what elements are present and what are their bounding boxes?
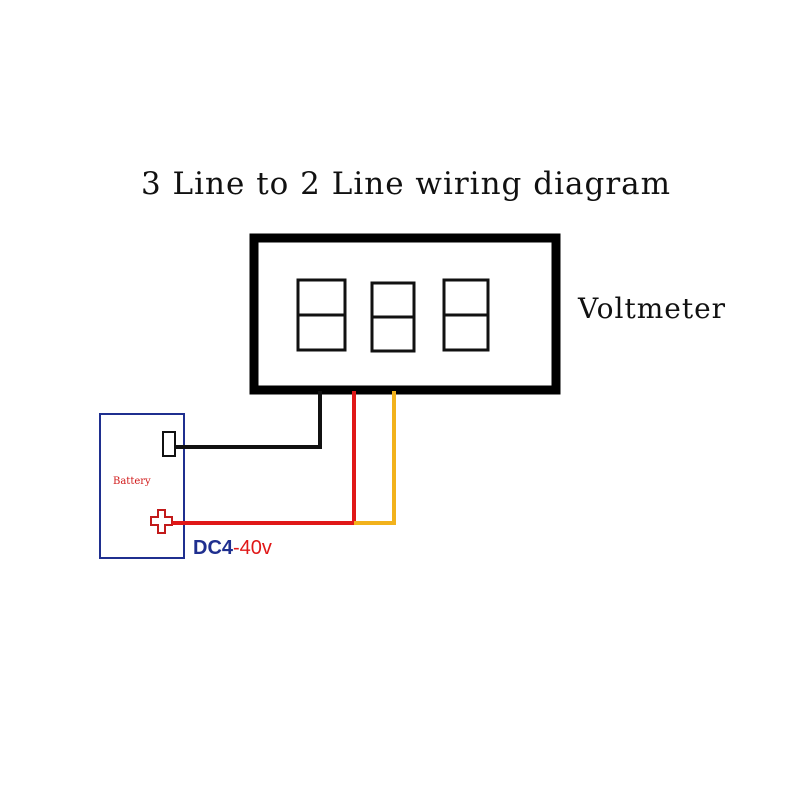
diagram-title: 3 Line to 2 Line wiring diagram [140,166,672,202]
black-wire [175,391,322,449]
voltage-spec-prefix: DC4 [193,537,234,559]
display-digit-1 [296,278,347,352]
voltage-spec: DC4-40v [193,537,272,560]
red-wire [172,391,356,525]
battery-label: Battery [113,476,151,487]
voltage-spec-range: -40v [233,537,272,559]
display-digit-2 [370,281,416,353]
yellow-wire [354,391,396,525]
voltmeter-label: Voltmeter [578,292,727,325]
negative-terminal-icon [162,431,176,457]
display-digit-3 [442,278,490,352]
plus-terminal-icon [150,509,173,534]
